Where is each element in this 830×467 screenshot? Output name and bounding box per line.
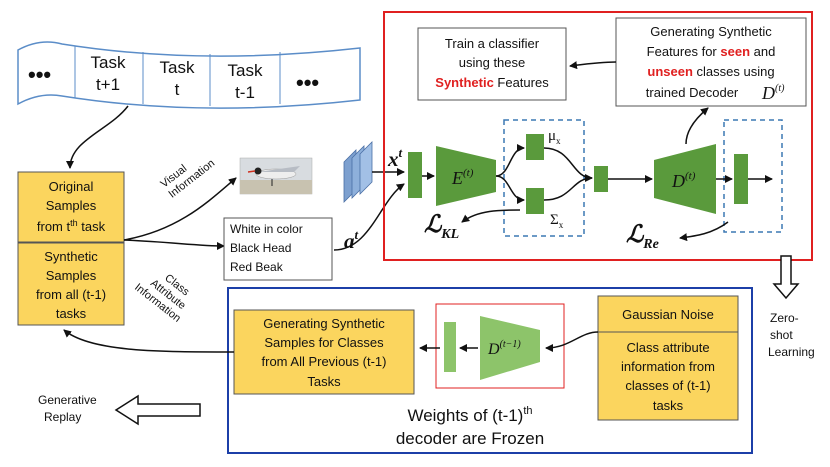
svg-text:Generating Synthetic: Generating Synthetic bbox=[263, 316, 385, 331]
arrow-a-to-encoder bbox=[333, 183, 405, 251]
bird-image bbox=[239, 157, 313, 195]
arrow-scroll-to-samples bbox=[66, 105, 129, 169]
decoder-block: D(t) bbox=[654, 144, 716, 214]
arrow-to-sigma bbox=[495, 175, 525, 204]
merge-path-sigma bbox=[543, 174, 593, 201]
encoder-block: E(t) bbox=[436, 146, 496, 206]
feature-extractor-blocks bbox=[343, 141, 373, 203]
svg-text:D(t−1): D(t−1) bbox=[487, 339, 521, 358]
original-samples-line3: from tth task bbox=[37, 218, 106, 234]
arrow-to-mu bbox=[495, 144, 525, 177]
arrow-to-image bbox=[123, 177, 237, 241]
frozen-decoder-block: D(t−1) bbox=[480, 316, 540, 380]
visual-information-label: VisualInformation bbox=[158, 147, 217, 201]
sigma-layer bbox=[526, 188, 544, 214]
svg-text:White in color: White in color bbox=[230, 222, 303, 236]
arrow-features-to-classifier bbox=[569, 61, 617, 70]
gaussian-noise-box: Gaussian Noise bbox=[597, 295, 739, 333]
svg-text:tasks: tasks bbox=[653, 398, 684, 413]
a-t-symbol: at bbox=[344, 227, 359, 253]
frozen-decoder-box bbox=[435, 303, 565, 389]
x-t-symbol: xt bbox=[387, 145, 403, 171]
generating-samples-box: Generating Synthetic Samples for Classes… bbox=[233, 309, 415, 395]
zero-shot-line3: Learning bbox=[768, 345, 815, 359]
arrow-to-attributes bbox=[123, 239, 225, 250]
task-cell-label: Task bbox=[91, 53, 126, 72]
svg-text:Samples for Classes: Samples for Classes bbox=[264, 335, 384, 350]
task-sequence-scroll: ••• ••• Task t+1 Task t Task t-1 bbox=[17, 41, 361, 109]
weights-frozen-line1: Weights of (t-1)th bbox=[407, 405, 532, 425]
svg-text:from All Previous (t-1): from All Previous (t-1) bbox=[262, 354, 387, 369]
svg-text:unseen classes using: unseen classes using bbox=[647, 64, 774, 79]
frozen-output-layer bbox=[444, 322, 456, 372]
arrow-decoder-to-features bbox=[685, 107, 709, 145]
task-cell-index: t-1 bbox=[235, 83, 255, 102]
svg-text:Samples: Samples bbox=[46, 198, 97, 213]
task-cell-index: t bbox=[175, 80, 180, 99]
weights-frozen-line2: decoder are Frozen bbox=[396, 429, 544, 448]
svg-text:Red Beak: Red Beak bbox=[230, 260, 284, 274]
latent-distribution-box bbox=[503, 119, 585, 237]
svg-text:Tasks: Tasks bbox=[307, 374, 341, 389]
sigma-symbol: Σx bbox=[550, 212, 564, 230]
svg-text:Original: Original bbox=[49, 179, 94, 194]
reconstruction-box bbox=[723, 119, 783, 233]
decoder-symbol-small: D(t) bbox=[761, 83, 785, 103]
mu-symbol: μx bbox=[548, 128, 561, 146]
svg-text:information from: information from bbox=[621, 359, 715, 374]
scroll-ellipsis-left: ••• bbox=[28, 62, 51, 87]
svg-text:D(t): D(t) bbox=[671, 170, 696, 191]
arrow-generated-to-synthetic bbox=[63, 329, 235, 353]
attribute-description-box: White in color Black Head Red Beak bbox=[223, 217, 333, 281]
svg-text:Synthetic Features: Synthetic Features bbox=[435, 75, 549, 90]
output-layer bbox=[734, 154, 748, 204]
task-cell-label: Task bbox=[228, 61, 263, 80]
svg-text:Gaussian Noise: Gaussian Noise bbox=[622, 307, 714, 322]
svg-text:Class attribute: Class attribute bbox=[626, 340, 709, 355]
zero-shot-arrow bbox=[772, 255, 800, 300]
svg-text:Features for seen and: Features for seen and bbox=[647, 44, 776, 59]
svg-text:Generating Synthetic: Generating Synthetic bbox=[650, 24, 772, 39]
zero-shot-line2: shot bbox=[770, 328, 793, 342]
class-attribute-info-box: Class attribute information from classes… bbox=[597, 331, 739, 421]
input-layer bbox=[408, 152, 422, 198]
svg-text:Black Head: Black Head bbox=[230, 241, 291, 255]
generative-replay-line1: Generative bbox=[38, 393, 97, 407]
arrow-to-re-loss bbox=[679, 221, 729, 242]
training-region-box bbox=[383, 11, 813, 261]
svg-text:E(t): E(t) bbox=[451, 167, 474, 188]
svg-text:classes of (t-1): classes of (t-1) bbox=[625, 378, 710, 393]
latent-layer bbox=[594, 166, 608, 192]
mu-layer bbox=[526, 134, 544, 160]
scroll-shape bbox=[17, 41, 361, 109]
arrow-noise-to-decoder bbox=[545, 331, 599, 352]
svg-text:Synthetic: Synthetic bbox=[44, 249, 98, 264]
zero-shot-line1: Zero- bbox=[770, 311, 799, 325]
task-cell-index: t+1 bbox=[96, 75, 120, 94]
svg-text:tasks: tasks bbox=[56, 306, 87, 321]
svg-text:from all (t-1): from all (t-1) bbox=[36, 287, 106, 302]
svg-text:Samples: Samples bbox=[46, 268, 97, 283]
generative-replay-line2: Replay bbox=[44, 410, 81, 424]
original-samples-box: Original Samples from tth task bbox=[17, 171, 125, 243]
scroll-ellipsis-right: ••• bbox=[296, 70, 319, 95]
svg-text:Train a classifier: Train a classifier bbox=[445, 36, 540, 51]
svg-text:trained Decoder: trained Decoder bbox=[646, 85, 739, 100]
generative-replay-arrow bbox=[114, 394, 201, 426]
arrow-to-kl-loss bbox=[461, 209, 521, 223]
svg-text:using these: using these bbox=[459, 55, 526, 70]
generating-features-box: Generating Synthetic Features for seen a… bbox=[615, 17, 807, 107]
class-attribute-information-label: ClassAttributeInformation bbox=[132, 261, 199, 325]
train-classifier-box: Train a classifier using these Synthetic… bbox=[417, 27, 567, 101]
merge-path-mu bbox=[543, 147, 593, 179]
replay-region-box bbox=[227, 287, 753, 454]
kl-loss-symbol: ℒKL bbox=[424, 212, 459, 242]
synthetic-samples-box: Synthetic Samples from all (t-1) tasks bbox=[17, 242, 125, 326]
re-loss-symbol: ℒRe bbox=[626, 222, 659, 252]
task-cell-label: Task bbox=[160, 58, 195, 77]
